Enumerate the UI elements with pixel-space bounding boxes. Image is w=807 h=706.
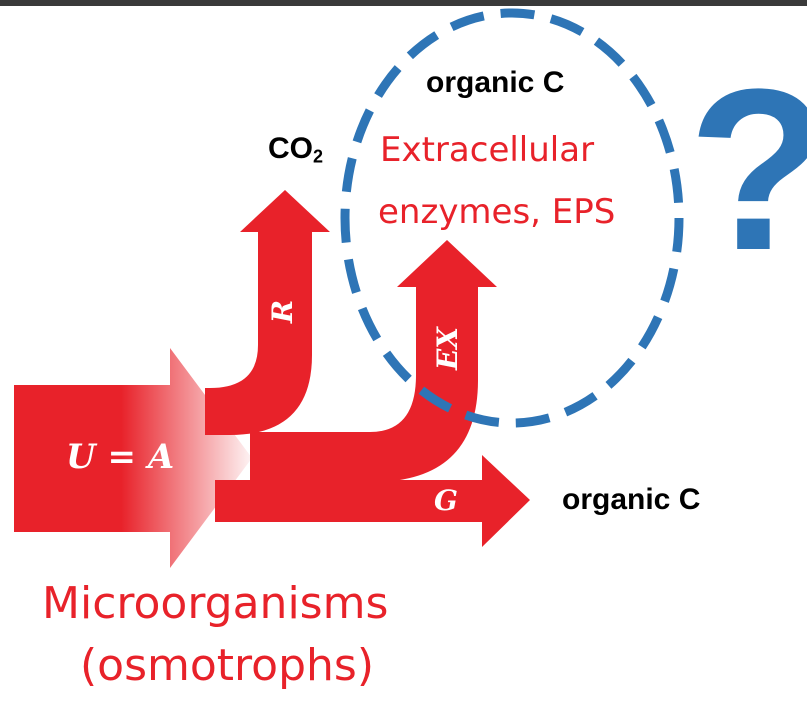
organic-c-top-label: organic C <box>426 66 565 99</box>
microorganisms-label: Microorganisms <box>42 578 389 629</box>
respiration-arrow <box>205 190 330 435</box>
respiration-label: R <box>266 299 300 324</box>
extracellular-label: Extracellular <box>380 130 595 170</box>
exudation-label: EX <box>431 326 465 371</box>
co2-label: CO2 <box>268 132 324 167</box>
dashed-circle <box>340 8 684 428</box>
growth-arrow <box>215 455 530 547</box>
growth-label: G <box>434 484 458 517</box>
question-mark: ? <box>688 55 807 285</box>
organic-c-right-label: organic C <box>562 483 701 516</box>
uptake-label: U = A <box>66 437 175 477</box>
enzymes-eps-label: enzymes, EPS <box>378 192 616 232</box>
uptake-arrow <box>14 348 252 568</box>
exudation-arrow <box>250 240 497 482</box>
osmotrophs-label: (osmotrophs) <box>80 640 374 691</box>
top-border <box>0 0 807 6</box>
